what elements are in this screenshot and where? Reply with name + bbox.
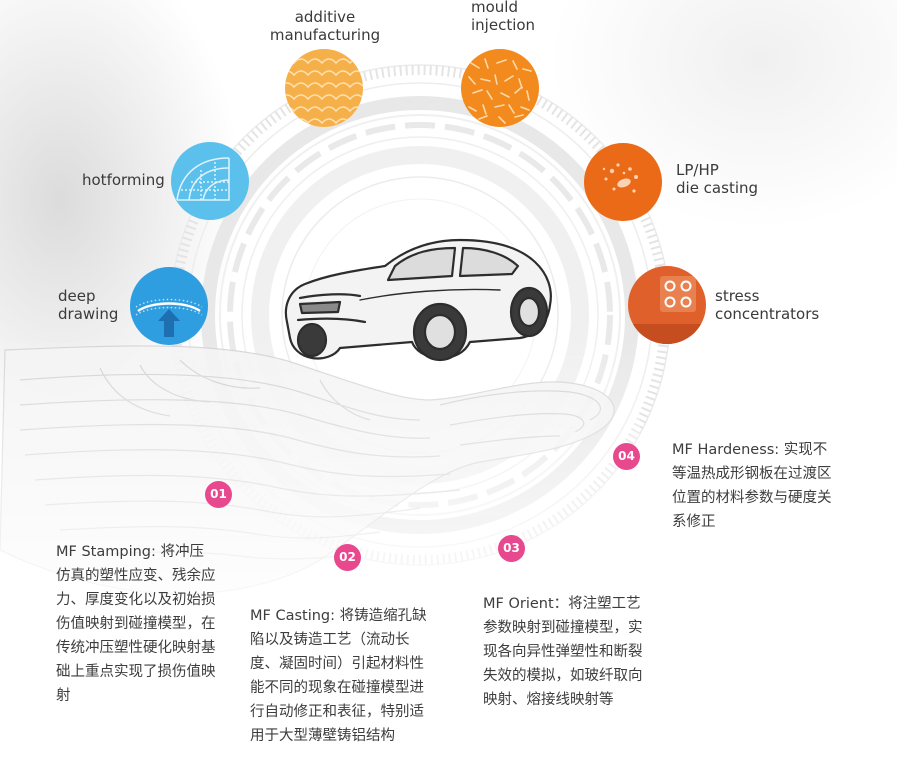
grid-dome-icon [171,142,249,220]
hand-icon [0,330,640,610]
step-text-04: MF Hardeness: 实现不等温热成形钢板在过渡区位置的材料参数与硬度关系… [672,442,832,530]
droplets-icon [584,143,662,221]
additive-manufacturing-bubble [285,49,363,127]
additive-manufacturing-label: additive manufacturing [269,8,381,44]
die-casting-label: LP/HP die casting [676,161,759,197]
step-text-01: MF Stamping: 将冲压仿真的塑性应变、残余应力、厚度变化以及初始损伤值… [56,544,216,704]
fiber-pattern-icon [461,49,539,127]
mould-injection-label: mould injection [471,0,536,34]
step-badge-04: 04 [613,443,640,470]
step-text-03: MF Orient：将注塑工艺参数映射到碰撞模型，实现各向异性弹塑性和断裂失效的… [483,596,643,708]
mould-injection-bubble [461,49,539,127]
hotforming-label: hotforming [82,171,165,189]
step-badge-02: 02 [334,544,361,571]
die-casting-bubble [584,143,662,221]
deep-drawing-bubble [130,267,208,345]
step-badge-03: 03 [498,535,525,562]
deep-drawing-label: deep drawing [58,287,119,323]
step-text-02: MF Casting: 将铸造缩孔缺陷以及铸造工艺（流动长度、凝固时间）引起材料… [250,608,427,744]
stress-concentrators-bubble [628,266,706,344]
arrow-up-icon [130,267,208,345]
scale-pattern-icon [285,49,363,127]
stress-concentrators-label: stress concentrators [715,287,820,323]
car-icon [284,238,552,362]
hotforming-bubble [171,142,249,220]
holes-plate-icon [628,266,706,344]
step-badge-01: 01 [205,481,232,508]
